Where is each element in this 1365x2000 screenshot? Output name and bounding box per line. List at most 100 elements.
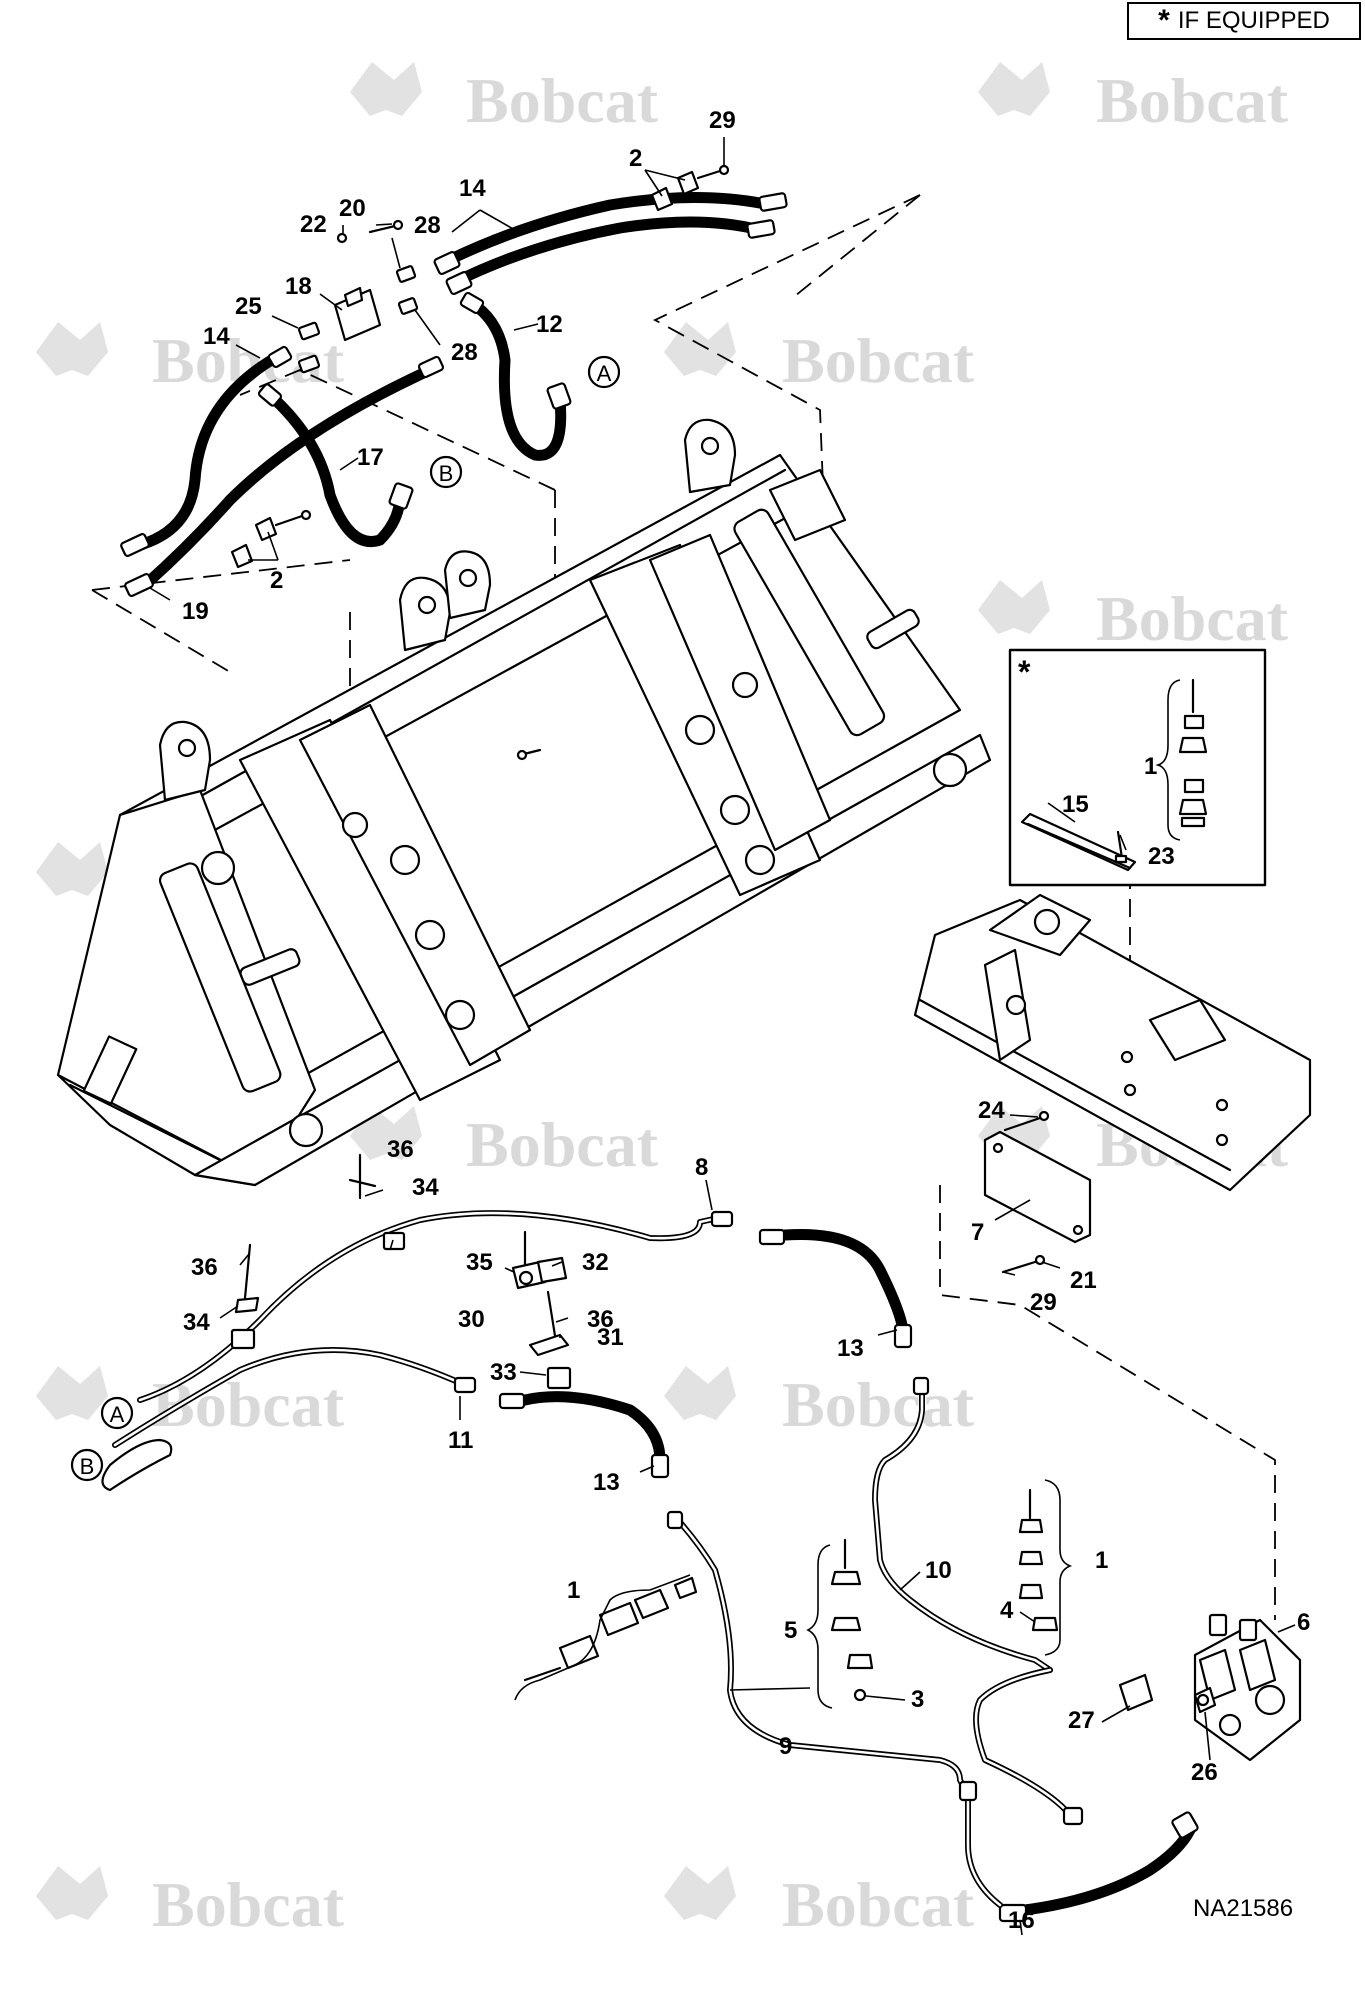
callout-8: 8 — [695, 1154, 708, 1181]
clip-stack-1-inset — [1178, 678, 1208, 828]
mount-plate-right — [588, 533, 832, 897]
callout-5: 5 — [784, 1617, 797, 1644]
asterisk-icon: * — [1158, 4, 1170, 37]
callout-30: 30 — [458, 1306, 485, 1333]
cylinder-right — [733, 468, 968, 788]
svg-text:Bobcat: Bobcat — [782, 1869, 975, 1940]
watermark-11: Bobcat — [36, 1866, 345, 1940]
mount-plate-left — [238, 703, 532, 1102]
callout-36-a: 36 — [387, 1136, 414, 1163]
callout-4: 4 — [1000, 1597, 1014, 1624]
svg-text:Bobcat: Bobcat — [152, 1869, 345, 1940]
callout-26: 26 — [1191, 1759, 1218, 1786]
callout-36-b: 36 — [191, 1254, 218, 1281]
callout-1-right: 1 — [1095, 1547, 1108, 1574]
callout-34-a: 34 — [412, 1174, 439, 1201]
svg-text:Bobcat: Bobcat — [1096, 583, 1289, 654]
svg-text:Bobcat: Bobcat — [782, 1369, 975, 1440]
watermark-1: Bobcat — [350, 62, 659, 136]
watermark-2: Bobcat — [978, 62, 1289, 136]
callout-10: 10 — [925, 1557, 952, 1584]
hose-13-a — [779, 1228, 909, 1336]
upper-hoses — [120, 164, 788, 597]
connectors: A B A B — [70, 355, 621, 1482]
hose-19 — [139, 364, 436, 591]
watermark-10: Bobcat — [664, 1366, 975, 1440]
watermark-5: Bobcat — [978, 580, 1289, 654]
hose-17 — [264, 389, 406, 547]
watermark-3: Bobcat — [36, 322, 345, 396]
svg-text:A: A — [597, 361, 612, 386]
hose-12 — [464, 296, 567, 461]
svg-text:B: B — [439, 461, 454, 486]
callout-31: 31 — [597, 1324, 624, 1351]
hardware-cluster — [230, 1153, 1073, 1709]
callout-33: 33 — [490, 1359, 517, 1386]
lower-tubes — [101, 1210, 1199, 1923]
callout-24: 24 — [978, 1097, 1005, 1124]
callout-1-left: 1 — [567, 1577, 580, 1604]
callout-numbers: 29 2 14 20 22 28 18 25 14 12 28 17 2 19 … — [182, 107, 1310, 1934]
callout-19: 19 — [182, 598, 209, 625]
callout-27: 27 — [1068, 1707, 1095, 1734]
svg-text:A: A — [110, 1402, 125, 1427]
callout-32: 32 — [582, 1249, 609, 1276]
hose-14-upper-b — [449, 216, 766, 288]
cylinder-left — [158, 850, 324, 1148]
inset-box: * — [1008, 648, 1267, 887]
callout-15: 15 — [1062, 791, 1089, 818]
strip-15 — [1020, 812, 1137, 872]
callout-34-b: 34 — [183, 1309, 210, 1336]
callout-13-a: 13 — [837, 1335, 864, 1362]
svg-text:Bobcat: Bobcat — [1096, 65, 1289, 136]
callout-2-mid: 2 — [270, 567, 283, 594]
if-equipped-note: * IF EQUIPPED — [1127, 2, 1361, 40]
tee-block-18 — [297, 219, 419, 374]
control-valve-6 — [1118, 1613, 1302, 1762]
hose-13-b — [519, 1391, 666, 1466]
callout-9: 9 — [779, 1733, 792, 1760]
watermark-4: Bobcat — [664, 322, 975, 396]
if-equipped-label: IF EQUIPPED — [1177, 7, 1330, 34]
hose-14-upper — [439, 192, 776, 268]
callout-13-b: 13 — [593, 1469, 620, 1496]
svg-text:Bobcat: Bobcat — [782, 325, 975, 396]
hose-14-left — [134, 349, 286, 551]
frame-crossmember — [913, 893, 1312, 1192]
callout-1-inset: 1 — [1144, 753, 1157, 780]
callout-18: 18 — [285, 273, 312, 300]
bucket — [56, 418, 992, 1187]
callout-17: 17 — [357, 444, 384, 471]
callout-28-mid: 28 — [451, 339, 478, 366]
callout-6: 6 — [1297, 1609, 1310, 1636]
svg-text:Bobcat: Bobcat — [466, 1109, 659, 1180]
callout-11: 11 — [448, 1427, 473, 1454]
watermark-12: Bobcat — [664, 1866, 975, 1940]
callout-21: 21 — [1070, 1267, 1097, 1294]
svg-text:*: * — [1018, 654, 1031, 690]
callout-22: 22 — [300, 211, 327, 238]
tube-ends-b — [101, 1438, 173, 1492]
callout-2-top: 2 — [629, 145, 642, 172]
svg-text:B: B — [80, 1454, 95, 1479]
callout-12: 12 — [536, 311, 563, 338]
clamp-2-mid — [230, 509, 312, 569]
callout-7: 7 — [971, 1219, 984, 1246]
callout-29-bottom: 29 — [1030, 1289, 1057, 1316]
watermark-7: Bobcat — [350, 1106, 659, 1180]
callout-29-top: 29 — [709, 107, 736, 134]
callout-16: 16 — [1008, 1907, 1035, 1934]
callout-36-c: 36 — [587, 1306, 614, 1333]
callout-14-left: 14 — [203, 323, 230, 350]
upper-fittings — [120, 192, 788, 597]
callout-14-top: 14 — [459, 175, 486, 202]
callout-23: 23 — [1148, 843, 1175, 870]
leader-lines — [149, 137, 1296, 1936]
callout-35: 35 — [466, 1249, 493, 1276]
svg-text:Bobcat: Bobcat — [466, 65, 659, 136]
hose-16 — [1019, 1824, 1196, 1916]
clamp-2-top — [650, 164, 730, 212]
callout-28-top: 28 — [414, 212, 441, 239]
drawing-number: NA21586 — [1193, 1895, 1294, 1922]
